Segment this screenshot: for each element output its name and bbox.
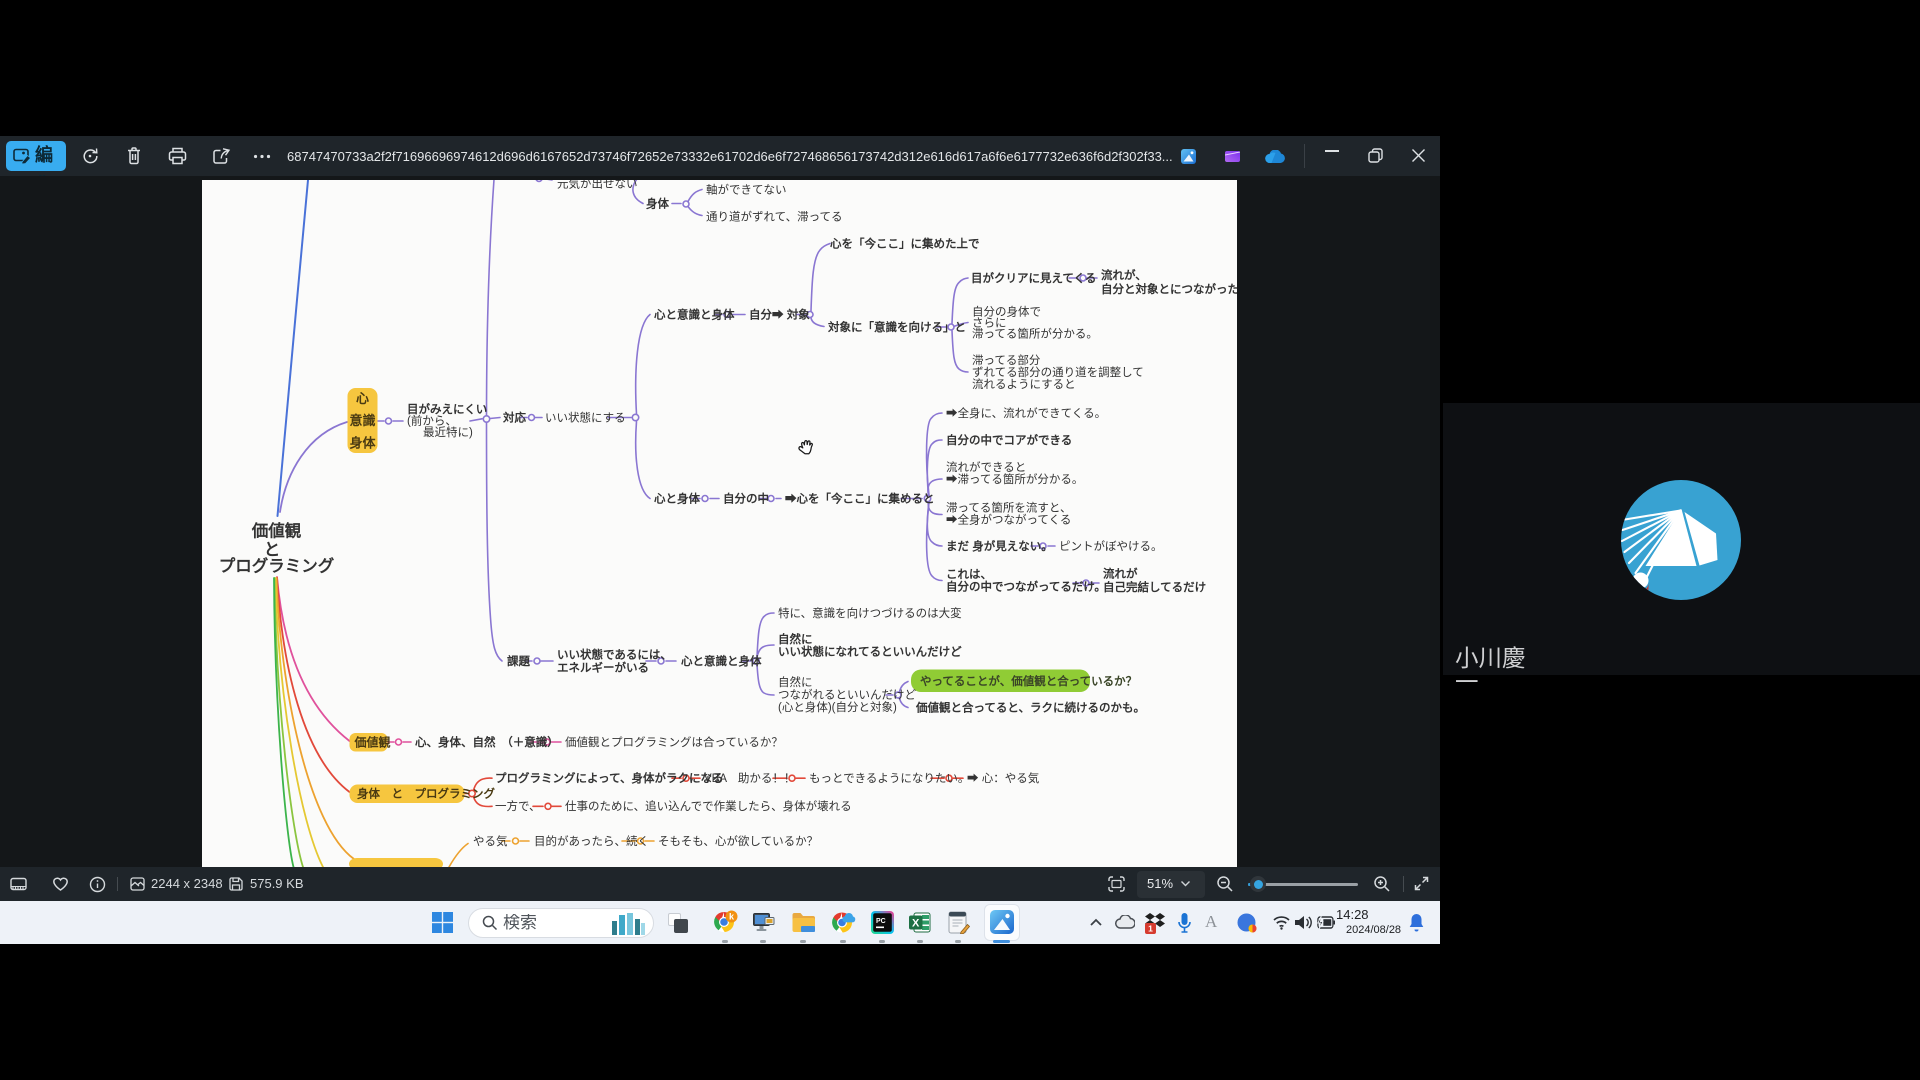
svg-text:滞ってる箇所を流すと、: 滞ってる箇所を流すと、 — [946, 500, 1071, 514]
svg-text:価値観: 価値観 — [354, 734, 391, 749]
svg-text:目がみえにくい: 目がみえにくい — [407, 402, 487, 416]
svg-text:(心と身体)(自分と対象): (心と身体)(自分と対象) — [778, 700, 897, 714]
svg-text:心: 心 — [356, 391, 369, 406]
svg-text:自分➡ 対象: 自分➡ 対象 — [749, 307, 810, 321]
svg-text:➡滞ってる箇所が分かる。: ➡滞ってる箇所が分かる。 — [946, 472, 1083, 486]
svg-text:もっとできるようになりたい。: もっとできるようになりたい。 — [809, 772, 969, 785]
svg-text:心を「今ここ」に集めた上で: 心を「今ここ」に集めた上で — [830, 236, 980, 250]
svg-text:ピントがぼやける。: ピントがぼやける。 — [1059, 539, 1163, 553]
svg-text:自分の中でつながってるだけ。: 自分の中でつながってるだけ。 — [946, 579, 1106, 593]
svg-text:心と身体: 心と身体 — [654, 491, 700, 505]
svg-text:ずれてる部分の通り道を調整して: ずれてる部分の通り道を調整して — [972, 365, 1144, 379]
svg-text:心と意識と身体: 心と意識と身体 — [681, 654, 762, 668]
svg-text:自分の中: 自分の中 — [723, 491, 769, 505]
svg-text:身体 と プログラミング: 身体 と プログラミング — [357, 786, 495, 800]
svg-text:自分と対象とにつながった: 自分と対象とにつながった — [1101, 282, 1237, 296]
svg-text:価値観とプログラミングは合っているか？: 価値観とプログラミングは合っているか？ — [565, 735, 783, 749]
svg-text:自然に: 自然に — [778, 675, 813, 689]
svg-text:➡全身がつながってくる: ➡全身がつながってくる — [946, 512, 1071, 526]
svg-text:k: k — [729, 911, 735, 921]
svg-text:やってることが、価値観と合っているか？: やってることが、価値観と合っているか？ — [920, 674, 1137, 688]
svg-text:軸ができてない: 軸ができてない — [706, 182, 787, 196]
svg-text:自己完結してるだけ: 自己完結してるだけ — [1103, 580, 1206, 594]
svg-text:➡心を「今ここ」に集めると: ➡心を「今ここ」に集めると — [785, 491, 935, 505]
svg-text:最近特に): 最近特に) — [423, 425, 473, 439]
svg-text:これは、: これは、 — [946, 568, 992, 581]
svg-text:X: X — [912, 918, 920, 930]
svg-text:1: 1 — [1148, 924, 1153, 934]
svg-text:いい状態にする: いい状態にする — [545, 410, 626, 424]
svg-text:滞ってる部分: 滞ってる部分 — [972, 353, 1041, 367]
svg-text:仕事のために、追い込んでで作業したら、身体が壊れる: 仕事のために、追い込んでで作業したら、身体が壊れる — [565, 799, 852, 813]
svg-text:特に、意識を向けつづけるのは大変: 特に、意識を向けつづけるのは大変 — [778, 606, 962, 620]
svg-text:と: と — [264, 540, 281, 559]
svg-text:滞ってる箇所が分かる。: 滞ってる箇所が分かる。 — [972, 326, 1098, 340]
svg-text:自分の中でコアができる: 自分の中でコアができる — [946, 433, 1072, 447]
svg-text:さらに: さらに — [972, 316, 1007, 329]
svg-text:価値観と合ってると、ラクに続けるのかも。: 価値観と合ってると、ラクに続けるのかも。 — [915, 700, 1145, 714]
svg-text:エネルギーがいる: エネルギーがいる — [557, 660, 649, 674]
svg-text:流れができると: 流れができると — [946, 460, 1026, 474]
svg-text:身体: 身体 — [646, 196, 669, 210]
svg-text:意識: 意識 — [349, 413, 375, 428]
svg-text:心と意識と身体: 心と意識と身体 — [654, 307, 735, 321]
svg-text:プログラミング: プログラミング — [219, 556, 335, 576]
svg-text:目がクリアに見えてくる: 目がクリアに見えてくる — [971, 271, 1096, 285]
svg-text:まだ 身が見えない。: まだ 身が見えない。 — [946, 539, 1053, 553]
svg-text:自分の身体で: 自分の身体で — [972, 304, 1041, 318]
svg-text:自然に: 自然に — [778, 632, 813, 646]
svg-text:流れが、: 流れが、 — [1101, 268, 1147, 282]
svg-text:VBA 助かる！！: VBA 助かる！！ — [704, 771, 795, 785]
svg-text:対象に「意識を向ける」と: 対象に「意識を向ける」と — [827, 320, 966, 334]
svg-text:身体: 身体 — [349, 435, 376, 450]
svg-text:一方で、: 一方で、 — [495, 799, 541, 813]
svg-text:いい状態であるには、: いい状態であるには、 — [557, 647, 672, 661]
svg-text:課題: 課題 — [507, 654, 530, 668]
svg-text:通り道がずれて、滞ってる: 通り道がずれて、滞ってる — [706, 209, 843, 223]
svg-text:プログラミングによって、身体がラクになる: プログラミングによって、身体がラクになる — [495, 771, 724, 785]
svg-text:目的があったら、続く: 目的があったら、続く — [534, 834, 649, 848]
svg-text:いい状態になれてるといいんだけど: いい状態になれてるといいんだけど — [778, 644, 962, 658]
svg-text:流れが: 流れが — [1103, 566, 1138, 580]
svg-text:つながれるといいんだけど: つながれるといいんだけど — [778, 687, 916, 701]
svg-text:➡ 心：やる気: ➡ 心：やる気 — [967, 771, 1040, 785]
svg-text:やる気: やる気 — [473, 834, 508, 848]
svg-text:価値観: 価値観 — [251, 521, 302, 541]
svg-text:心、身体、自然 （＋意識）: 心、身体、自然 （＋意識） — [415, 735, 559, 749]
svg-text:PC: PC — [876, 918, 886, 925]
svg-text:➡全身に、流れができてくる。: ➡全身に、流れができてくる。 — [946, 406, 1106, 420]
svg-text:(前から、: (前から、 — [407, 413, 457, 427]
svg-text:元気が出せない: 元気が出せない — [557, 180, 638, 190]
svg-text:そもそも、心が欲しているか？: そもそも、心が欲しているか？ — [658, 834, 818, 848]
svg-text:流れるようにすると: 流れるようにすると — [972, 377, 1076, 391]
svg-text:対応: 対応 — [502, 410, 526, 424]
